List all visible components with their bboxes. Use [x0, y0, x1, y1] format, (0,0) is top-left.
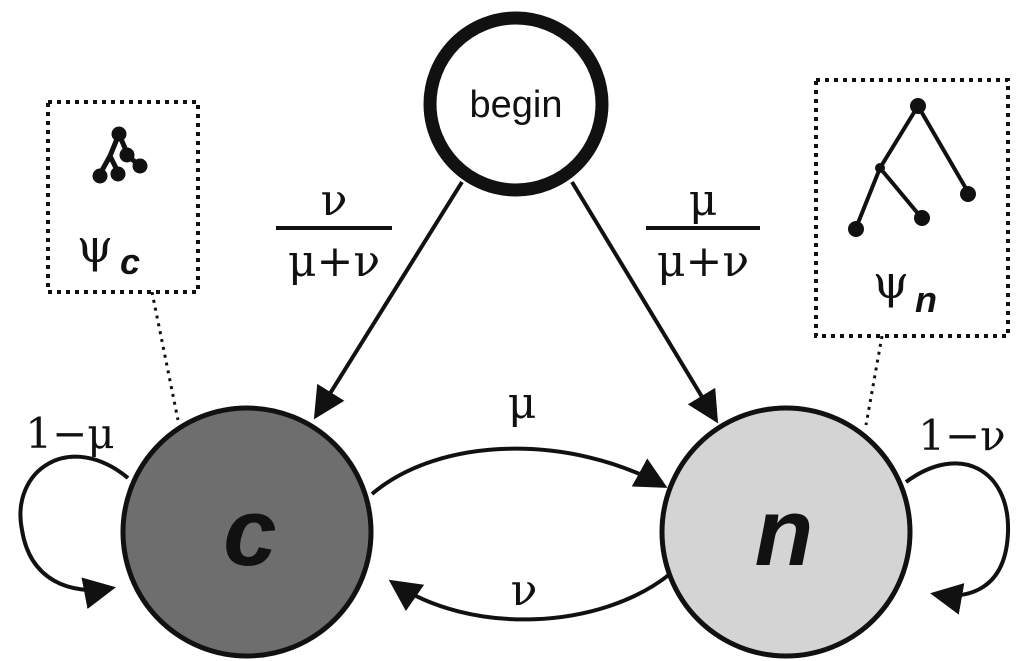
edge-n-to-c [388, 572, 672, 622]
n-self-loop-label: 1−ν [918, 411, 1005, 460]
begin-to-n-probability: μ μ+ν [646, 175, 760, 287]
node-begin: begin [423, 11, 609, 197]
c-tree-connector [150, 291, 180, 421]
small-tree-icon [92, 126, 148, 184]
edge-n-self-loop [904, 461, 1011, 615]
begin-to-n-numerator: μ [689, 175, 718, 226]
c-tree-box: ψ c [46, 100, 200, 294]
c-tree-psi-label: ψ [77, 219, 113, 273]
c-tree-subscript: c [120, 241, 140, 282]
node-n: n [659, 405, 913, 659]
begin-to-c-denominator: μ+ν [288, 236, 380, 287]
n-tree-subscript: n [915, 279, 937, 320]
node-begin-circle [423, 11, 609, 197]
begin-to-c-numerator: ν [321, 175, 348, 226]
node-c-circle [120, 405, 374, 659]
c-to-n-label: μ [508, 378, 537, 429]
node-n-circle [659, 405, 913, 659]
edge-begin-to-n [570, 180, 719, 424]
c-self-loop-label: 1−μ [25, 409, 114, 458]
n-tree-psi-label: ψ [873, 255, 909, 309]
begin-to-c-probability: ν μ+ν [276, 175, 392, 287]
edge-c-self-loop [18, 454, 130, 609]
edge-begin-to-c [313, 180, 464, 420]
node-begin-label: begin [470, 84, 563, 126]
n-to-c-label: ν [511, 565, 538, 616]
edge-c-to-n [370, 446, 668, 496]
n-tree-box: ψ n [814, 78, 1010, 338]
node-n-label: n [755, 479, 814, 586]
n-tree-connector [864, 335, 884, 426]
node-c: c [120, 405, 374, 659]
node-c-label: c [223, 479, 276, 586]
large-tree-icon [848, 98, 976, 237]
begin-to-n-denominator: μ+ν [657, 236, 749, 287]
